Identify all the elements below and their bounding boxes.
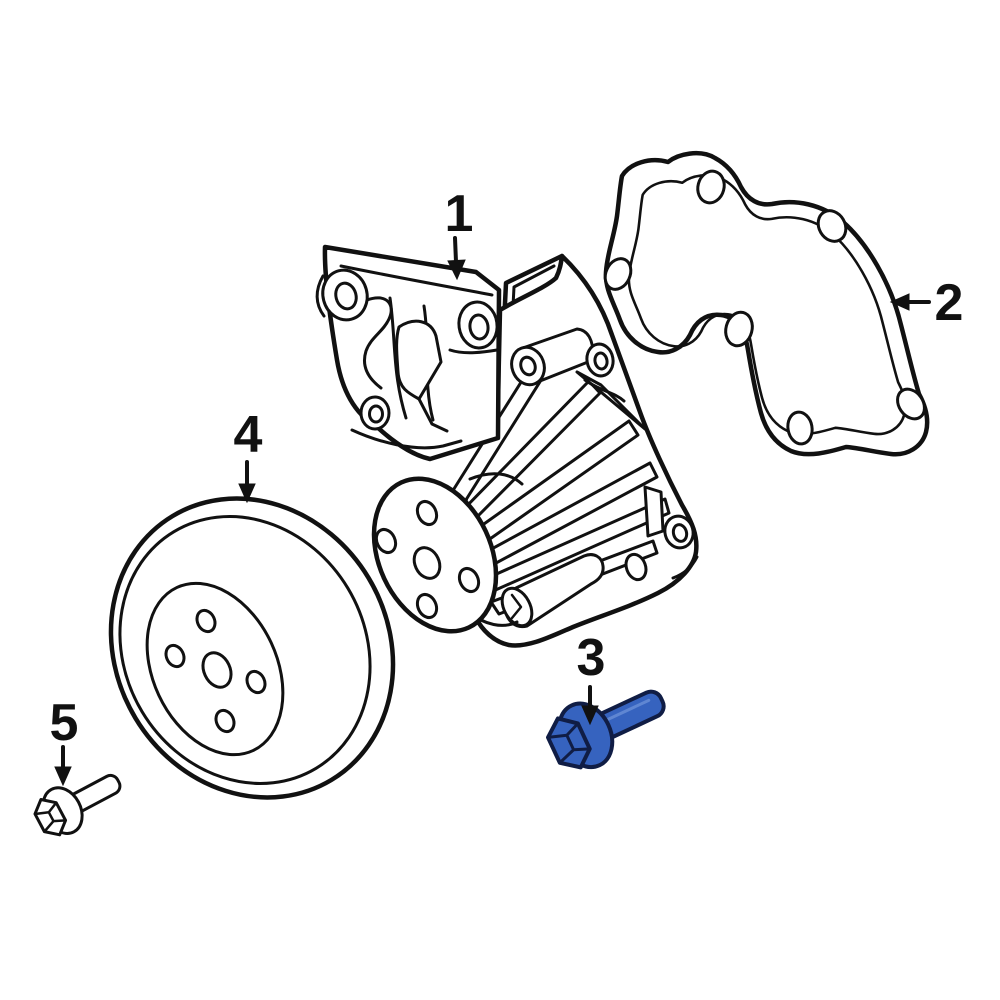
water-pump-bolt-highlighted[interactable] <box>540 670 676 780</box>
gasket-bolt-holes <box>603 169 926 446</box>
callout-2[interactable]: 2 <box>889 274 964 332</box>
pulley-center-hole <box>201 651 233 689</box>
callout-4-label[interactable]: 4 <box>234 406 263 464</box>
callout-3-label[interactable]: 3 <box>577 629 606 687</box>
callout-3-arrowhead <box>581 705 599 726</box>
water-pump-gasket[interactable] <box>600 150 930 457</box>
callout-2-arrowhead <box>889 293 910 311</box>
bolt-hex-facets <box>33 801 67 833</box>
water-pump-assembly[interactable] <box>315 244 699 651</box>
gasket-inner-outline <box>627 173 907 436</box>
callout-2-label[interactable]: 2 <box>935 274 964 332</box>
pump-flange[interactable] <box>350 459 519 651</box>
callout-1-arrowhead <box>447 259 466 281</box>
pump-lower-right-details <box>624 485 699 582</box>
callout-1[interactable]: 1 <box>445 185 474 281</box>
water-pump-pulley[interactable] <box>56 446 448 850</box>
bolt-hex-facets <box>546 721 592 765</box>
pulley-face-edge <box>118 515 372 785</box>
callout-3[interactable]: 3 <box>577 629 606 726</box>
callout-4-arrowhead <box>238 483 256 504</box>
pulley-bolt[interactable] <box>28 760 129 844</box>
callout-5[interactable]: 5 <box>50 694 79 787</box>
callout-4[interactable]: 4 <box>234 406 263 504</box>
pump-eyelet-upper <box>575 342 647 431</box>
bracket-bolt-bosses <box>315 268 499 431</box>
callout-5-arrowhead <box>54 766 72 787</box>
hub-contour <box>468 472 524 486</box>
callout-5-label[interactable]: 5 <box>50 694 79 752</box>
bracket-webbing <box>339 264 499 450</box>
bolt-shaft-highlight <box>601 698 651 723</box>
pump-outlet-tube <box>500 553 605 629</box>
callout-1-label[interactable]: 1 <box>445 185 474 243</box>
pulley-bolt-holes <box>164 608 267 734</box>
callout-1-arrow-line <box>453 236 458 264</box>
